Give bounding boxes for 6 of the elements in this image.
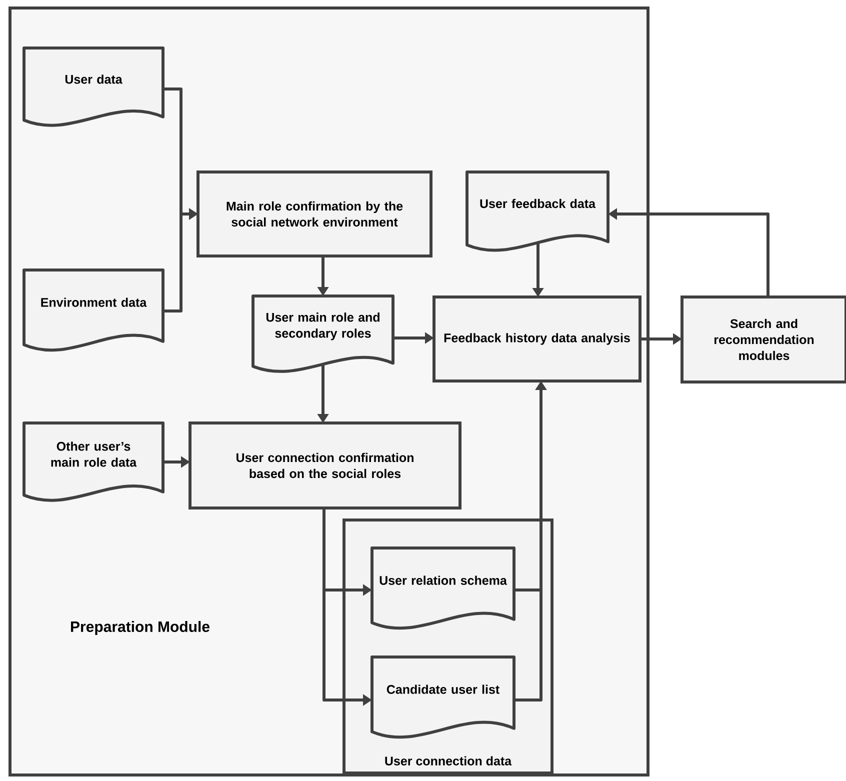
- process-box: Search and recommendation modules: [680, 295, 846, 384]
- process-box: Main role confirmation by the social network environment: [196, 170, 432, 258]
- module-label: Preparation Module: [71, 621, 210, 635]
- process-box: Feedback history data analysis: [432, 295, 642, 382]
- process-box: User connection confirmation based on the social roles: [188, 421, 462, 510]
- group-label: User connection data: [385, 756, 512, 766]
